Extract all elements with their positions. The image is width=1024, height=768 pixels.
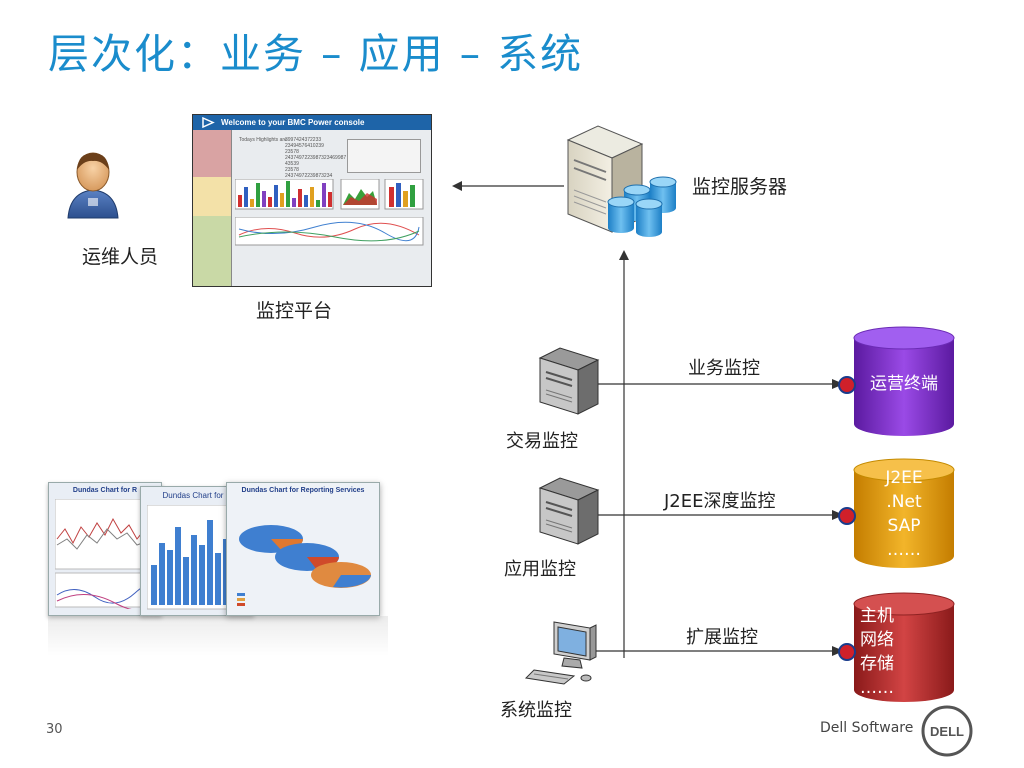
user-avatar-icon: [67, 152, 119, 219]
charts-collage: Dundas Chart for R Dundas Chart for R Du…: [48, 482, 388, 662]
slide-title: 层次化：业务 – 应用 – 系统: [48, 30, 584, 78]
play-icon: [202, 117, 215, 128]
monitoring-console-screenshot: Welcome to your BMC Power console Todays…: [192, 114, 432, 287]
console-info-panel: [347, 139, 421, 173]
monitoring-server-label: 监控服务器: [692, 176, 788, 198]
console-mini-bar: [298, 189, 302, 207]
console-mini-bar: [286, 181, 290, 207]
console-status-bar: [193, 130, 232, 286]
thumbnail-mini-bar: [215, 553, 221, 605]
j2ee-endpoint-dot-icon: [838, 507, 856, 525]
console-mini-bar: [292, 198, 296, 207]
collage-reflection: [48, 616, 388, 656]
dell-logo-icon: DELL: [921, 705, 973, 757]
extension-connector: [596, 646, 844, 656]
application-platform-list: J2EE .Net SAP ……: [885, 468, 923, 560]
monitoring-server-icon: [566, 125, 677, 237]
infrastructure-list: 主机 网络 存储 ……: [860, 606, 894, 698]
console-mini-bar: [280, 193, 284, 207]
thumbnail-mini-bar: [191, 535, 197, 605]
chart-card-3: Dundas Chart for Reporting Services: [226, 482, 380, 616]
thumbnail-mini-bar: [175, 527, 181, 605]
extension-monitor-label: 扩展监控: [686, 627, 758, 648]
console-header: Welcome to your BMC Power console: [193, 115, 431, 130]
thumbnail-mini-bar: [159, 543, 165, 605]
svg-text:DELL: DELL: [930, 724, 964, 739]
operations-terminal-label: 运营终端: [870, 374, 938, 394]
application-server-icon: [538, 477, 600, 545]
j2ee-monitor-label: J2EE深度监控: [664, 491, 776, 512]
operator-label: 运维人员: [82, 246, 159, 268]
application-monitor-label: 应用监控: [504, 559, 576, 580]
console-mini-bar: [238, 195, 242, 207]
console-bar-charts: [235, 179, 424, 210]
trunk-arrow: [619, 250, 629, 658]
console-mini-bar: [328, 192, 332, 207]
thumbnail-mini-bar: [167, 550, 173, 605]
business-endpoint-dot-icon: [838, 376, 856, 394]
console-line-chart: [235, 217, 424, 246]
system-monitor-label: 系统监控: [500, 700, 572, 721]
thumbnail-mini-bar: [183, 557, 189, 605]
infrastructure-cylinder: [853, 592, 955, 702]
console-mini-bar: [250, 199, 254, 207]
console-mini-bar: [274, 185, 278, 207]
extension-endpoint-dot-icon: [838, 643, 856, 661]
console-mini-bar: [262, 191, 266, 207]
console-mini-bar: [322, 183, 326, 207]
console-mini-bar: [268, 197, 272, 207]
transaction-monitor-label: 交易监控: [506, 431, 578, 452]
console-numbers: 3997424372233 23494576410239 23578 24374…: [285, 137, 347, 185]
business-connector: [596, 379, 844, 389]
console-mini-bar: [304, 195, 308, 207]
thumbnail-mini-bar: [199, 545, 205, 605]
console-mini-bar: [256, 183, 260, 207]
j2ee-connector: [596, 510, 844, 520]
thumbnail-mini-bar: [151, 565, 157, 605]
console-mini-bar: [316, 200, 320, 207]
operations-terminal-cylinder: [853, 326, 955, 436]
console-label: 监控平台: [256, 300, 333, 322]
page-number: 30: [46, 722, 63, 737]
arrow-to-console: [452, 181, 564, 191]
workstation-icon: [524, 621, 597, 685]
application-platform-cylinder: [853, 458, 955, 568]
brand-name: Dell Software: [820, 720, 914, 736]
thumbnail-mini-bar: [207, 520, 213, 605]
console-mini-bar: [310, 187, 314, 207]
console-highlights: Todays Highlights are: [239, 137, 287, 143]
transaction-server-icon: [538, 347, 600, 415]
business-monitor-label: 业务监控: [688, 358, 760, 379]
console-mini-bar: [244, 187, 248, 207]
